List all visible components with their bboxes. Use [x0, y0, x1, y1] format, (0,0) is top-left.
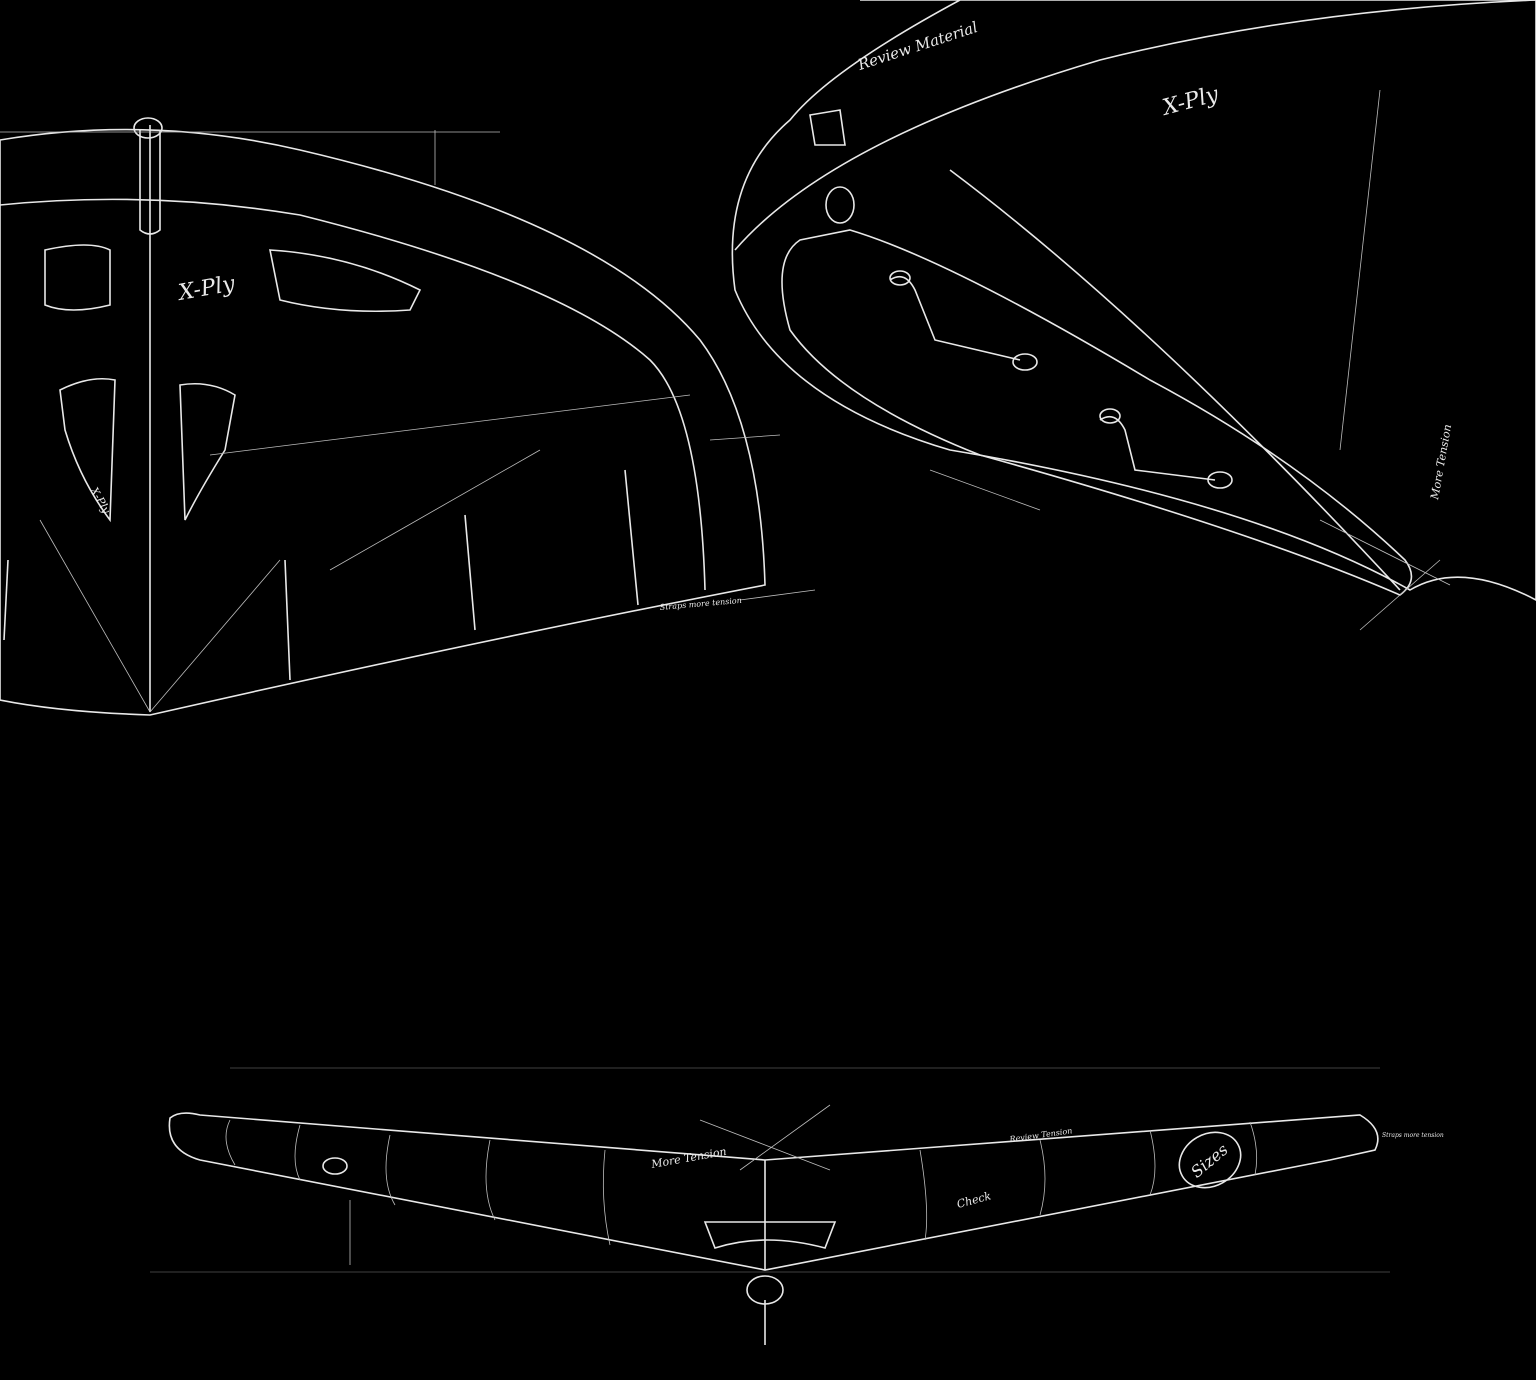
front-wing-canopy: [0, 128, 766, 716]
annotation: X-Ply: [87, 484, 113, 517]
center-handle-plate: [703, 1221, 837, 1249]
side-view-sketch: More Tension Review Tension Check Sizes …: [150, 1067, 1444, 1345]
battens: [3, 469, 639, 681]
annotation: Review Material: [855, 18, 980, 74]
perspective-view-sketch: Review Material X-Ply More Tension: [731, 0, 1536, 631]
leash-attachment: [746, 1275, 784, 1305]
side-wing-tube: [168, 1112, 1379, 1271]
annotation: Check: [955, 1189, 992, 1211]
sizes-circle: [1178, 1131, 1242, 1189]
annotation: Sizes: [1187, 1140, 1232, 1182]
annotation: More Tension: [1428, 423, 1454, 501]
annotation: More Tension: [649, 1145, 727, 1171]
perspective-wing-canopy: [731, 0, 1536, 601]
leading-edge-tube: [781, 229, 1413, 596]
window-panel: [59, 377, 116, 523]
window-panel: [44, 244, 111, 311]
annotation: Straps more tension: [1382, 1132, 1444, 1139]
annotation: X-Ply: [175, 271, 238, 306]
handle: [1099, 408, 1233, 489]
valve-icon: [133, 117, 163, 139]
annotation: X-Ply: [1158, 82, 1222, 121]
bladder-valve: [809, 109, 846, 146]
window-panel: [269, 249, 422, 313]
handle: [889, 270, 1038, 371]
front-view-sketch: X-Ply X-Ply Straps more tension: [0, 117, 816, 716]
